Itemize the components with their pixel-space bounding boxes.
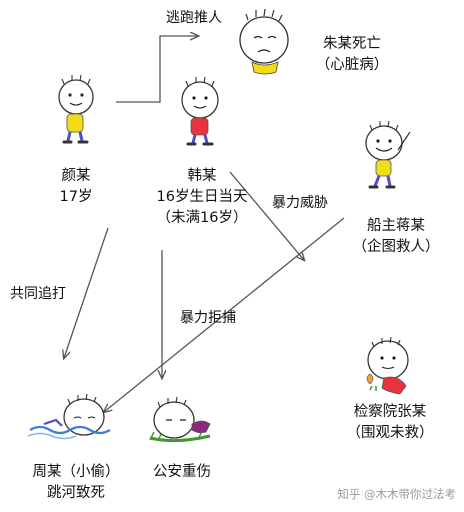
label-han-note2: （未满16岁） <box>156 210 248 226</box>
label-boat-note: （企图救人） <box>352 239 440 255</box>
label-police-name: 公安重伤 <box>153 464 211 480</box>
edge-chase-line <box>64 227 109 358</box>
figure-police <box>149 396 211 443</box>
label-boat-owner: 船主蒋某 （企图救人） <box>348 216 444 258</box>
label-zhu-note: （心脏病） <box>315 57 389 73</box>
figure-boat-owner <box>365 120 411 189</box>
figure-zhu <box>239 8 289 75</box>
label-zhou-name: 周某（小偷） <box>32 464 120 480</box>
figure-han <box>181 76 219 146</box>
figure-zhang <box>366 336 409 395</box>
edge-label-resist: 暴力拒捕 <box>180 310 236 326</box>
label-yan-note: 17岁 <box>59 189 93 205</box>
watermark: 知乎 @木木带你过法考 <box>337 487 456 501</box>
label-zhou: 周某（小偷） 跳河致死 <box>20 462 132 504</box>
label-han-name: 韩某 <box>187 168 217 184</box>
label-zhang: 检察院张某 （围观未救） <box>336 402 444 444</box>
label-zhang-name: 检察院张某 <box>353 404 427 420</box>
label-zhou-note: 跳河致死 <box>47 485 105 501</box>
figure-yan <box>58 74 94 144</box>
label-zhu: 朱某死亡 （心脏病） <box>304 34 400 76</box>
label-yan: 颜某 17岁 <box>46 166 106 208</box>
label-boat-name: 船主蒋某 <box>367 218 425 234</box>
label-han: 韩某 16岁生日当天 （未满16岁） <box>140 166 264 229</box>
label-police: 公安重伤 <box>144 462 220 483</box>
label-zhang-note: （围观未救） <box>346 425 434 441</box>
edge-label-threat: 暴力威胁 <box>272 195 328 211</box>
figure-zhou <box>27 393 111 440</box>
label-han-note: 16岁生日当天 <box>156 189 248 205</box>
edge-threat-line <box>229 171 304 260</box>
label-yan-name: 颜某 <box>61 168 91 184</box>
label-zhu-name: 朱某死亡 <box>323 36 381 52</box>
edge-label-chase: 共同追打 <box>10 286 66 302</box>
edge-resist-line <box>104 217 345 412</box>
edge-flee-line <box>116 36 198 103</box>
edge-label-flee: 逃跑推人 <box>166 10 222 26</box>
